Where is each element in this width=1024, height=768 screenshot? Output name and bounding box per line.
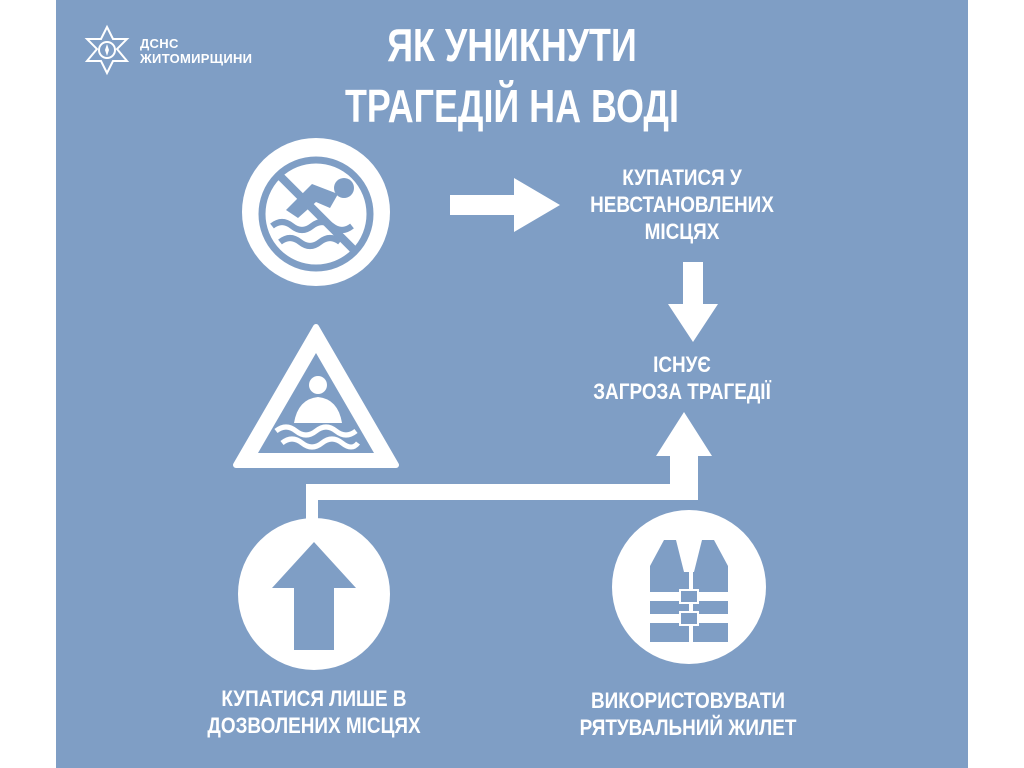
label-lifejacket-line-2: РЯТУВАЛЬНИЙ ЖИЛЕТ — [579, 714, 797, 740]
label-allowed-line-1: КУПАТИСЯ ЛИШЕ В — [221, 686, 407, 711]
down-arrow-icon — [668, 262, 718, 342]
up-arrow-icon — [238, 518, 390, 670]
label-unauthorized-line-2: НЕВСТАНОВЛЕНИХ — [590, 191, 774, 217]
label-threat: ІСНУЄ ЗАГРОЗА ТРАГЕДІЇ — [570, 352, 794, 406]
label-threat-line-1: ІСНУЄ — [653, 352, 711, 377]
title-line-1: ЯК УНИКНУТИ — [387, 19, 637, 71]
label-lifejacket: ВИКОРИСТОВУВАТИ РЯТУВАЛЬНИЙ ЖИЛЕТ — [578, 688, 798, 742]
dsns-emblem-icon — [84, 24, 130, 76]
life-vest-icon — [612, 510, 766, 664]
logo-text: ДСНС ЖИТОМИРЩИНИ — [140, 36, 253, 67]
right-arrow-icon — [450, 178, 560, 232]
title-line-2: ТРАГЕДІЙ НА ВОДІ — [345, 80, 679, 132]
label-allowed-line-2: ДОЗВОЛЕНИХ МІСЦЯХ — [207, 712, 421, 738]
no-swimming-icon — [242, 138, 390, 286]
label-unauthorized-line-3: МІСЦЯХ — [644, 218, 720, 244]
label-lifejacket-line-1: ВИКОРИСТОВУВАТИ — [590, 688, 786, 713]
label-threat-line-2: ЗАГРОЗА ТРАГЕДІЇ — [593, 378, 771, 404]
label-allowed: КУПАТИСЯ ЛИШЕ В ДОЗВОЛЕНИХ МІСЦЯХ — [195, 686, 432, 740]
logo-line-2: ЖИТОМИРЩИНИ — [140, 50, 253, 66]
label-unauthorized: КУПАТИСЯ У НЕВСТАНОВЛЕНИХ МІСЦЯХ — [570, 165, 794, 245]
swimmer-warning-icon — [233, 324, 399, 468]
poster: ДСНС ЖИТОМИРЩИНИ ЯК УНИКНУТИ ТРАГЕДІЙ НА… — [56, 0, 968, 768]
logo-line-1: ДСНС — [140, 36, 179, 51]
label-unauthorized-line-1: КУПАТИСЯ У — [622, 165, 742, 190]
connector-arrow — [306, 412, 712, 522]
